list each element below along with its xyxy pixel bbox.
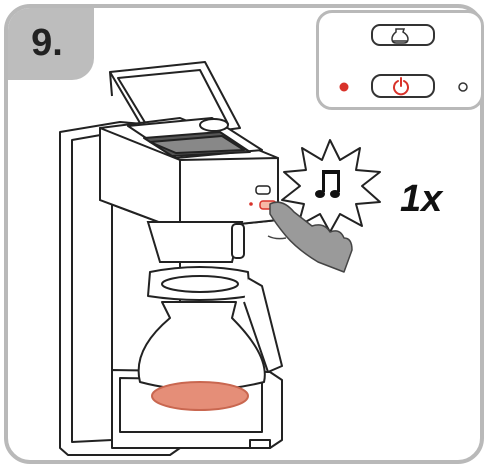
carafe-button-small [256,186,270,194]
carafe-button [372,25,434,45]
carafe [139,267,282,390]
power-button [372,75,434,97]
status-lamp-on [340,83,349,92]
filter-funnel [148,222,244,262]
press-count-label: 1x [400,178,442,221]
small-lamp [249,202,253,206]
status-lamp-off [459,83,467,91]
hot-plate [152,382,248,410]
